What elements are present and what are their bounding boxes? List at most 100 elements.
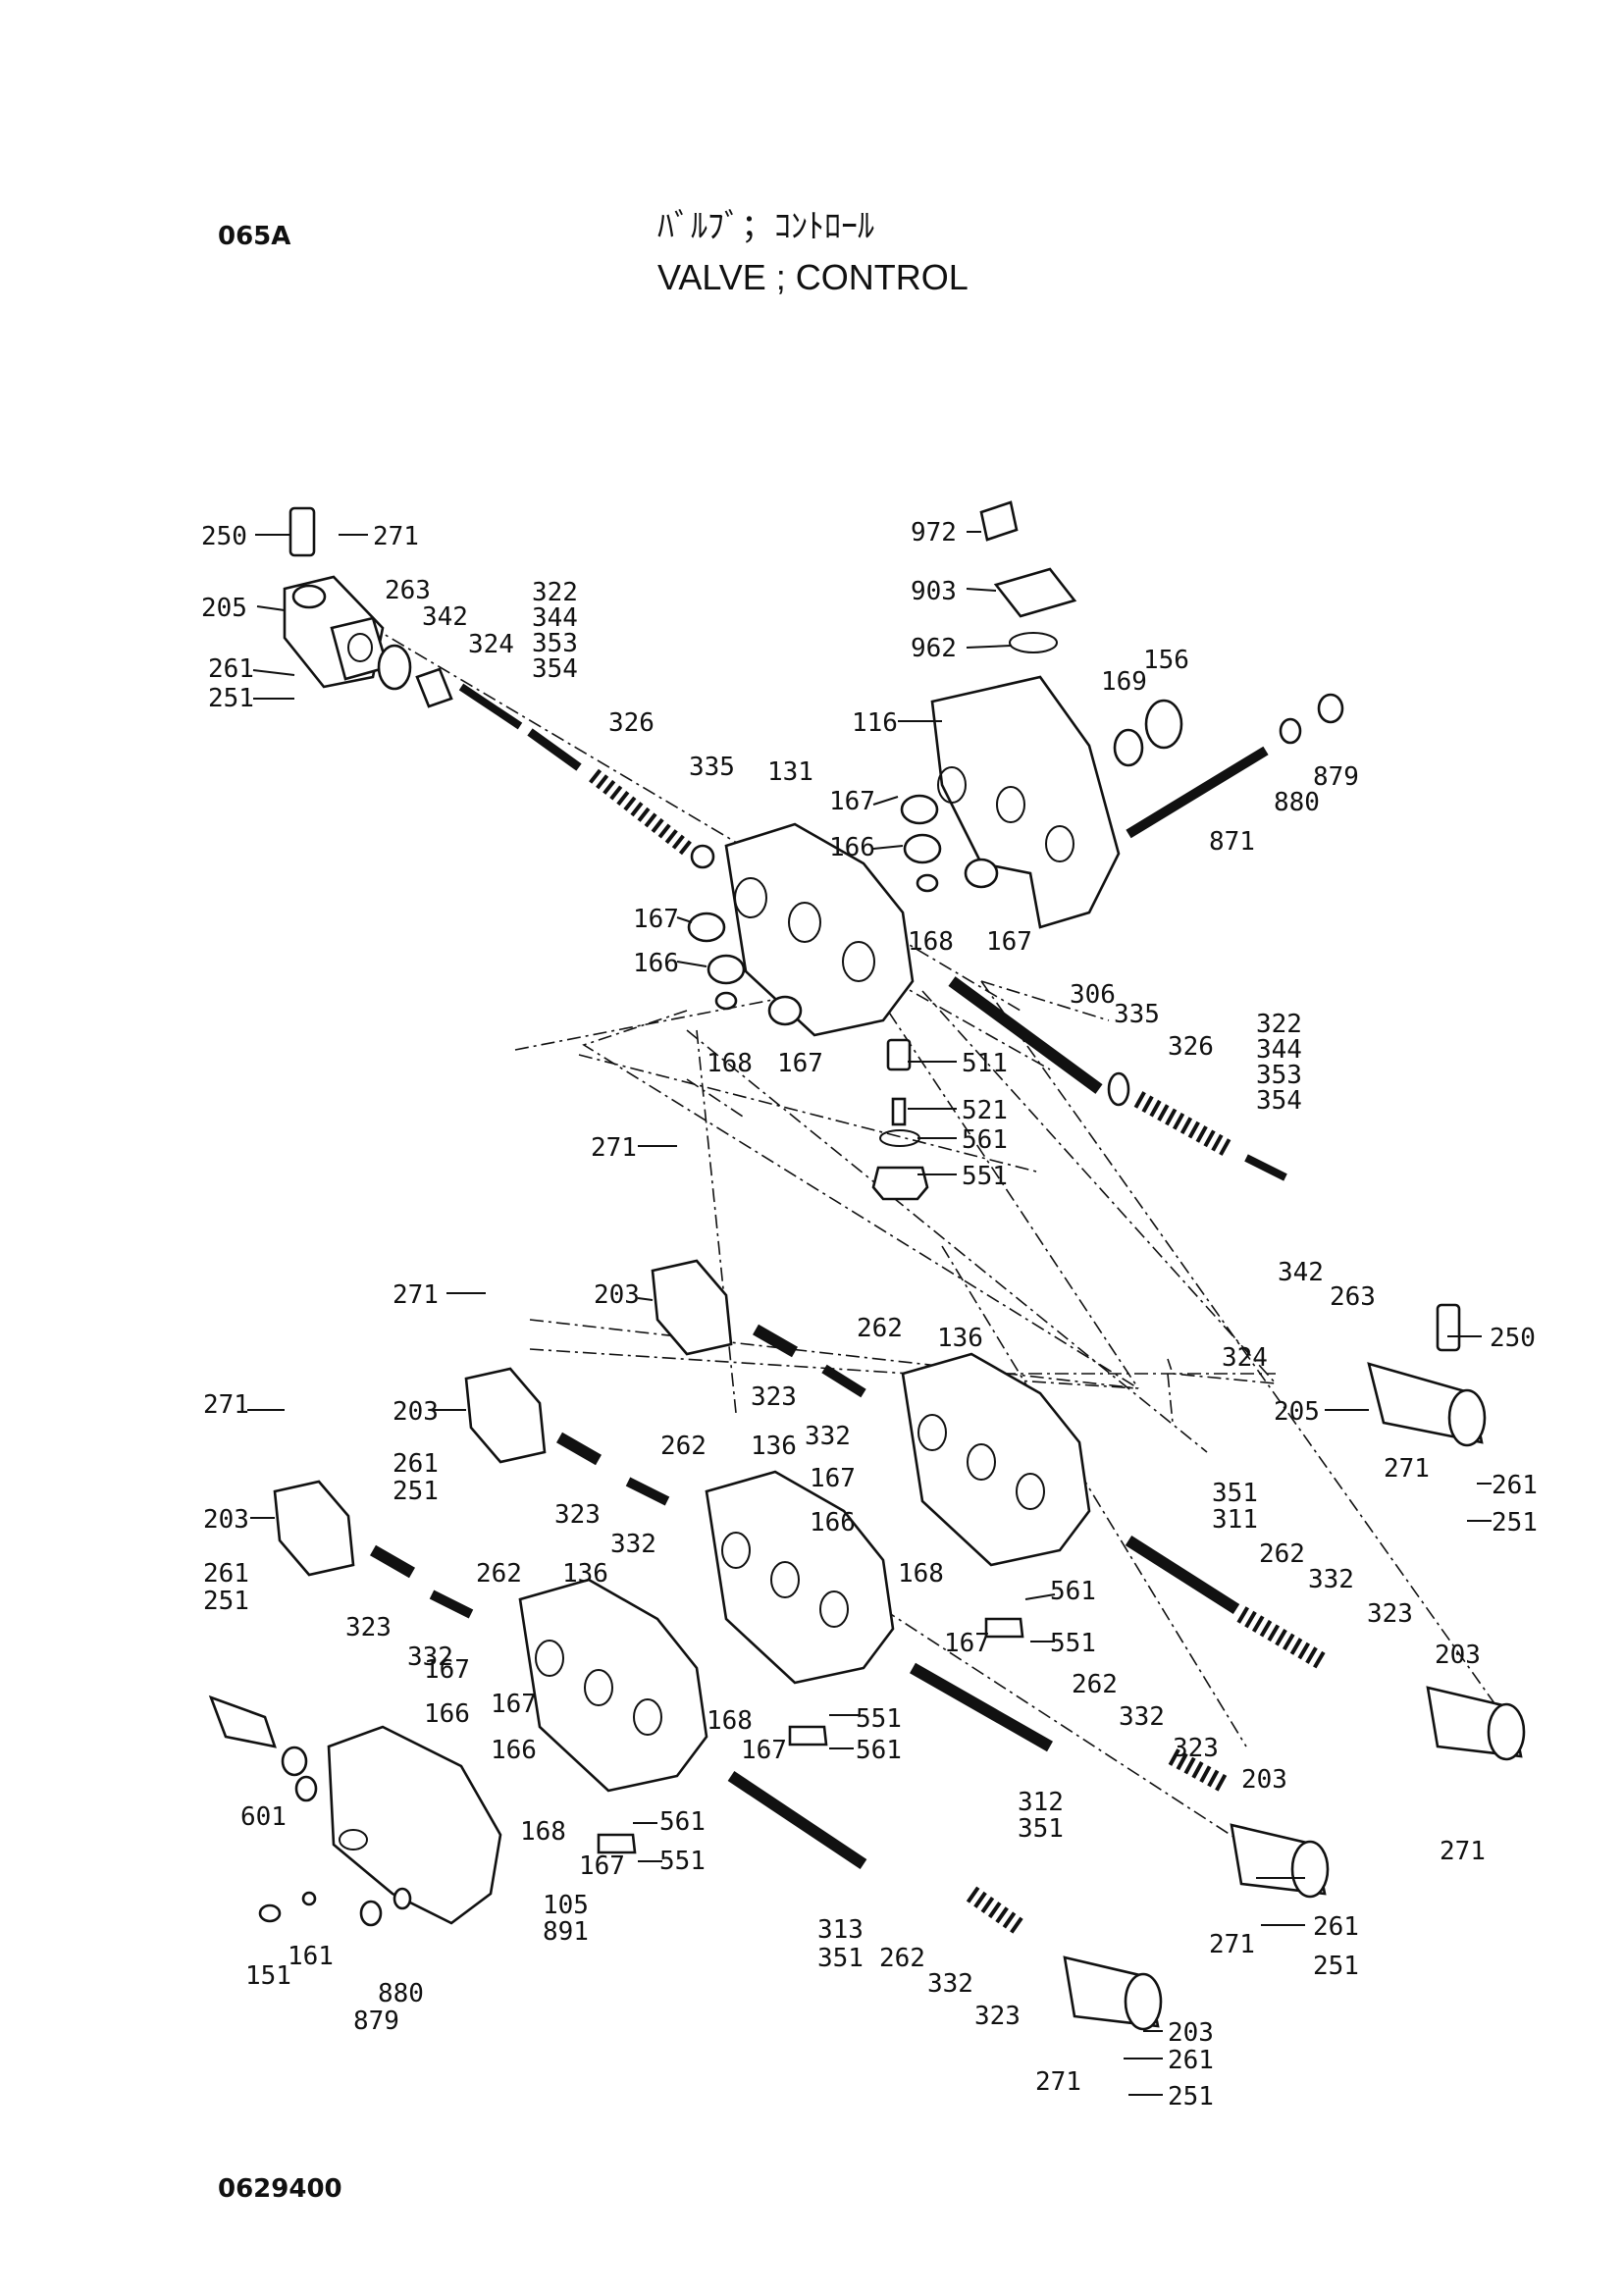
callout: 344 (532, 603, 578, 633)
callout: 261 (1168, 2046, 1214, 2075)
callout: 323 (554, 1500, 601, 1530)
title-japanese: ﾊﾞﾙﾌﾞ；ｺﾝﾄﾛｰﾙ (657, 207, 874, 246)
callout: 263 (1330, 1282, 1376, 1312)
callout: 203 (393, 1397, 439, 1427)
callout: 167 (491, 1690, 537, 1719)
drawing-number: 0629400 (218, 2174, 342, 2204)
callout: 332 (610, 1530, 656, 1559)
callout: 271 (393, 1280, 439, 1310)
callout: 271 (1384, 1454, 1430, 1484)
callout: 332 (805, 1422, 851, 1451)
callout: 167 (986, 927, 1032, 957)
callout: 962 (911, 634, 957, 663)
callout: 323 (1367, 1599, 1413, 1629)
callout: 156 (1143, 646, 1189, 675)
callout: 203 (1435, 1641, 1481, 1670)
callout: 903 (911, 577, 957, 606)
inlet-housing-116 (930, 500, 1344, 929)
callout: 972 (911, 518, 957, 547)
callout: 251 (1168, 2082, 1214, 2112)
callout: 205 (201, 594, 247, 623)
callout: 203 (1168, 2018, 1214, 2048)
callout: 551 (962, 1162, 1008, 1191)
callout: 251 (1313, 1952, 1359, 1981)
callout: 342 (422, 602, 468, 632)
callout: 166 (829, 833, 875, 862)
callout: 354 (532, 654, 578, 684)
callout: 332 (1119, 1702, 1165, 1732)
callout: 169 (1101, 667, 1147, 697)
callout: 551 (1050, 1629, 1096, 1658)
callout: 168 (707, 1706, 753, 1736)
callout: 203 (594, 1280, 640, 1310)
callout: 261 (208, 654, 254, 684)
callout: 167 (741, 1736, 787, 1765)
callout: 250 (201, 522, 247, 551)
valve-sections-136 (518, 1352, 1091, 1854)
callout: 880 (378, 1979, 424, 2008)
callout: 166 (633, 949, 679, 978)
outlet-housing-105 (208, 1694, 502, 1927)
spool-306 (871, 976, 1287, 1201)
callout: 561 (962, 1125, 1008, 1155)
callout: 168 (908, 927, 954, 957)
callout: 561 (1050, 1577, 1096, 1606)
top-left-actuator (283, 506, 715, 869)
callout: 313 (817, 1915, 864, 1945)
callout: 203 (203, 1505, 249, 1535)
callout: 250 (1490, 1324, 1536, 1353)
callout: 262 (879, 1944, 925, 1973)
callout: 354 (1256, 1086, 1302, 1116)
callout: 136 (562, 1559, 608, 1589)
callout: 335 (1114, 1000, 1160, 1029)
callout: 326 (1168, 1032, 1214, 1062)
callout: 344 (1256, 1035, 1302, 1065)
callout: 205 (1274, 1397, 1320, 1427)
callout: 136 (937, 1324, 983, 1353)
callout: 262 (1072, 1670, 1118, 1699)
callout: 167 (424, 1655, 470, 1685)
callout: 271 (1035, 2067, 1081, 2097)
callout: 351 (1018, 1814, 1064, 1844)
leader-lines (247, 531, 1492, 2096)
right-actuators (727, 1303, 1526, 2031)
callout: 262 (1259, 1539, 1305, 1569)
callout: 261 (1492, 1471, 1538, 1500)
callout: 105 (543, 1891, 589, 1920)
callout: 332 (407, 1642, 453, 1672)
valve-section-131 (687, 794, 999, 1037)
callout: 551 (659, 1847, 706, 1876)
drawing-code: 065A (218, 222, 291, 251)
callout: 322 (1256, 1010, 1302, 1039)
callout: 167 (633, 905, 679, 934)
title-english: VALVE ; CONTROL (657, 257, 969, 297)
callout: 261 (1313, 1912, 1359, 1942)
callout: 323 (1173, 1734, 1219, 1763)
callout: 324 (1222, 1343, 1268, 1373)
callout: 601 (240, 1802, 287, 1832)
callout: 166 (810, 1508, 856, 1538)
callout: 324 (468, 630, 514, 659)
callout: 167 (829, 787, 875, 816)
callout: 203 (1241, 1765, 1287, 1795)
callout: 262 (476, 1559, 522, 1589)
callout: 271 (203, 1390, 249, 1420)
callout: 262 (857, 1314, 903, 1343)
callout: 271 (1209, 1930, 1255, 1959)
callout: 271 (1440, 1837, 1486, 1866)
callout: 251 (1492, 1508, 1538, 1538)
callout: 551 (856, 1704, 902, 1734)
callout: 263 (385, 576, 431, 605)
callout: 168 (898, 1559, 944, 1589)
callout: 871 (1209, 827, 1255, 857)
callout: 323 (751, 1382, 797, 1412)
callout: 322 (532, 578, 578, 607)
callout: 251 (208, 684, 254, 713)
callout: 880 (1274, 788, 1320, 817)
callout: 261 (393, 1449, 439, 1479)
callout: 271 (591, 1133, 637, 1163)
callout: 351 (817, 1944, 864, 1973)
callout: 891 (543, 1917, 589, 1947)
callout: 166 (491, 1736, 537, 1765)
